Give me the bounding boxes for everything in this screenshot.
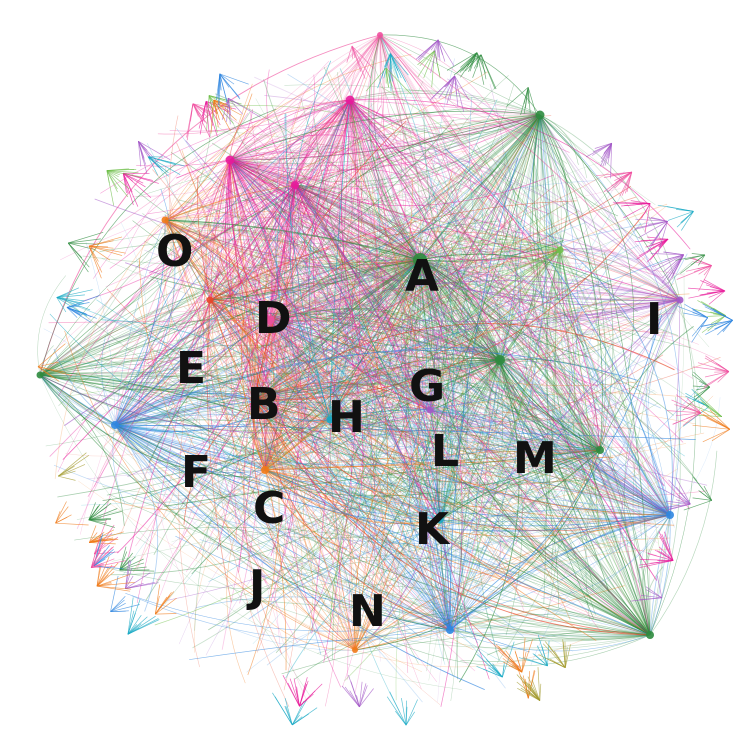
cluster-label-f: F	[181, 447, 212, 498]
cluster-label-c: C	[253, 483, 286, 534]
cluster-label-h: H	[328, 392, 365, 443]
cluster-label-b: B	[247, 379, 281, 430]
cluster-label-o: O	[156, 226, 194, 277]
cluster-label-i: I	[646, 294, 663, 345]
cluster-label-g: G	[409, 361, 446, 412]
edge-layer	[37, 34, 722, 713]
cluster-label-m: M	[513, 433, 557, 484]
cluster-label-a: A	[405, 251, 440, 302]
cluster-label-l: L	[431, 426, 460, 477]
cluster-label-d: D	[255, 293, 292, 344]
cluster-label-n: N	[349, 586, 386, 637]
cluster-label-e: E	[176, 343, 207, 394]
cluster-label-j: J	[249, 561, 266, 612]
hub-nodes	[36, 32, 684, 653]
peripheral-fans	[37, 39, 733, 726]
cluster-label-k: K	[415, 504, 450, 555]
